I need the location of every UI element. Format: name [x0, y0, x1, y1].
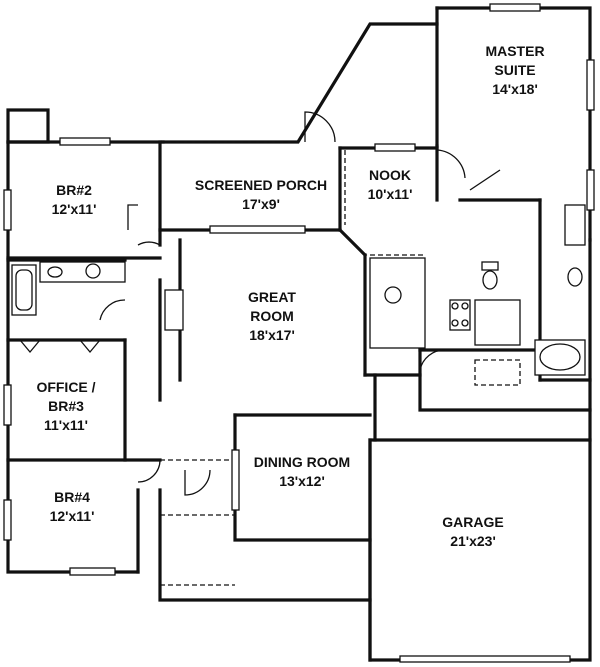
- nook-name: NOOK: [369, 167, 411, 183]
- room-labels: MASTER SUITE 14'x18' BR#2 12'x11' SCREEN…: [36, 43, 544, 549]
- master-dims: 14'x18': [492, 81, 538, 97]
- office-name-1: OFFICE /: [36, 379, 95, 395]
- office-name-2: BR#3: [48, 398, 84, 414]
- br2-name: BR#2: [56, 182, 92, 198]
- master-name-2: SUITE: [494, 62, 535, 78]
- interior-walls: [6, 140, 592, 662]
- porch-dims: 17'x9': [242, 196, 280, 212]
- nook-dims: 10'x11': [368, 186, 413, 202]
- dining-dims: 13'x12': [279, 473, 325, 489]
- doors: [99, 111, 501, 640]
- br2-dims: 12'x11': [52, 201, 97, 217]
- porch-name: SCREENED PORCH: [195, 177, 327, 193]
- garage-name: GARAGE: [442, 514, 503, 530]
- great-dims: 18'x17': [249, 327, 295, 343]
- dining-name: DINING ROOM: [254, 454, 350, 470]
- great-name-2: ROOM: [250, 308, 294, 324]
- br4-name: BR#4: [54, 489, 90, 505]
- great-name-1: GREAT: [248, 289, 296, 305]
- fixtures: [11, 204, 586, 663]
- windows: [3, 3, 595, 576]
- dashed-lines: [160, 141, 521, 586]
- master-name-1: MASTER: [485, 43, 544, 59]
- br4-dims: 12'x11': [50, 508, 95, 524]
- garage-dims: 21'x23': [450, 533, 496, 549]
- office-dims: 11'x11': [44, 417, 88, 433]
